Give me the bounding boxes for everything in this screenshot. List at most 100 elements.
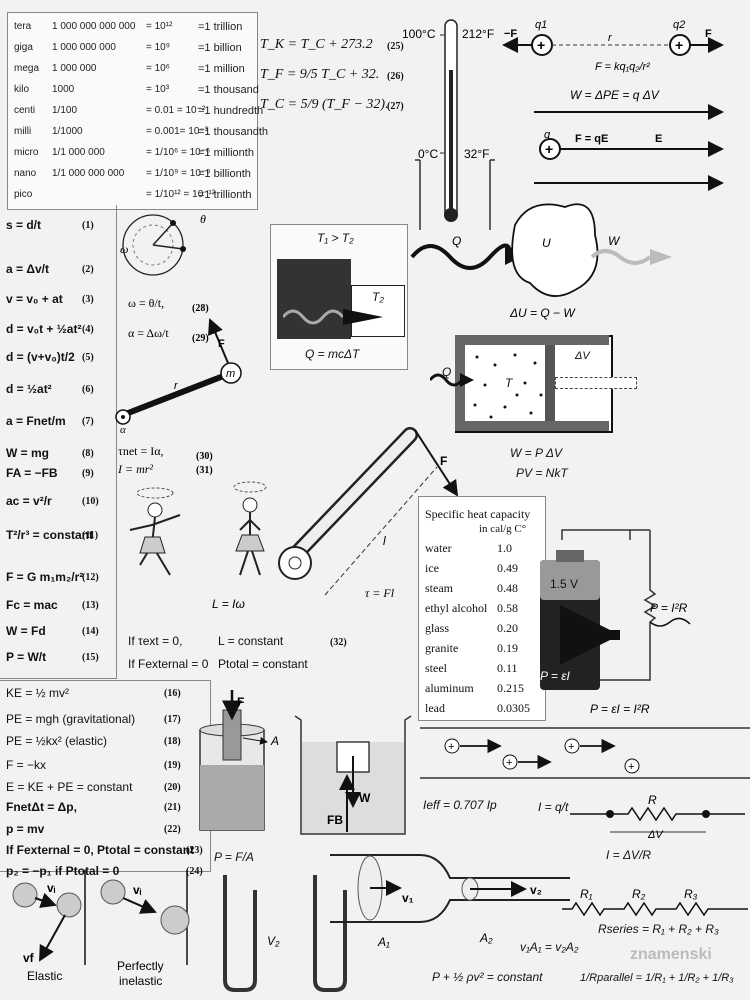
prefix-value: 1/1 000 000 000 (52, 168, 125, 179)
omega-num: (28) (192, 303, 209, 314)
svg-text:+: + (537, 37, 545, 53)
label-W-first-law: W (608, 234, 621, 248)
coulomb-diagram: −F + q1 r + q2 F F = kq₁q₂/r² W = ΔPE = … (502, 19, 724, 191)
prefix-value: 1 000 000 000 (52, 42, 116, 53)
power-eq-1: P = I²R (650, 601, 688, 615)
prefix-name: giga (14, 42, 33, 53)
piston-label-Q: Q (442, 365, 452, 379)
mech-eq-num: (1) (82, 220, 94, 231)
heat-capacity-title: Specific heat capacity (425, 507, 531, 521)
prefix-power: = 1/10¹² = 10⁻¹² (146, 189, 216, 200)
prefix-word: =1 thousand (198, 84, 259, 96)
parallel-eq: 1/Rparallel = 1/R₁ + 1/R₂ + 1/R₃ (580, 972, 734, 984)
result-p-constant: Ptotal = constant (218, 657, 308, 671)
mech-eq: F = G m₁m₂/r² (6, 570, 84, 584)
prefix-name: tera (14, 21, 32, 32)
battery-circuit: 1.5 V P = I²R P = εI P = εI = I²R (540, 529, 691, 716)
mech-eq: v = v₀ + at (6, 292, 63, 306)
I-num: (31) (196, 465, 213, 475)
buoyancy-FB: FB (327, 813, 343, 827)
label-theta: θ (200, 212, 206, 226)
label-q1: q1 (535, 19, 547, 31)
mech-eq: a = Δv/t (6, 262, 49, 276)
hc-material: water (425, 541, 452, 555)
hc-value: 0.58 (497, 601, 518, 615)
energy-eq-num: (19) (164, 760, 181, 771)
energy-eq: PE = ½kx² (elastic) (6, 734, 108, 748)
mech-eq-num: (8) (82, 448, 94, 459)
prefix-name: milli (14, 126, 32, 137)
label-U: U (542, 236, 551, 250)
tau-eq: τnet = Iα, (118, 444, 164, 458)
therm-bottom-c: 0°C (418, 147, 438, 161)
wrench-diagram: F l τ = Fl (278, 427, 459, 600)
mech-eq-num: (15) (82, 652, 99, 663)
prefix-word: =1 trillion (198, 21, 243, 33)
label-V2: V₂ (267, 934, 280, 948)
prefix-name: mega (14, 63, 40, 74)
wrench-label-F: F (440, 454, 447, 468)
label-q: q (544, 129, 551, 141)
label-E: E (655, 133, 662, 145)
eq-fahrenheit: T_F = 9/5 T_C + 32. (260, 67, 380, 82)
mech-eq-num: (14) (82, 626, 99, 637)
fluid-pipe: v₁ v₂ A₁ A₂ (330, 854, 570, 949)
svg-text:+: + (568, 741, 574, 753)
mech-eq: s = d/t (6, 218, 42, 232)
energy-eq: KE = ½ mv² (6, 686, 70, 700)
energy-eq-num: (18) (164, 736, 181, 747)
mech-eq: FA = −FB (6, 466, 58, 480)
eq-kelvin: T_K = T_C + 273.2 (260, 37, 373, 52)
result-L-constant: L = constant (218, 634, 284, 648)
prefix-word: =1 millionth (198, 147, 254, 159)
eq-celsius: T_C = 5/9 (T_F − 32). (260, 97, 389, 112)
angular-momentum-eq: L = Iω (212, 597, 245, 611)
pressure-label-A: A (270, 734, 279, 748)
pressure-label-F: F (237, 695, 244, 709)
mech-eq: d = (v+v₀)t/2 (6, 350, 75, 364)
energy-eq: F = −kx (6, 758, 47, 772)
hc-value: 1.0 (497, 541, 512, 555)
hc-value: 0.215 (497, 681, 524, 695)
collision-vi-2: vᵢ (133, 883, 142, 897)
label-t2: T₂ (372, 290, 384, 304)
hc-material: steam (425, 581, 453, 595)
coulomb-formula: F = kq₁q₂/r² (595, 61, 650, 73)
svg-text:+: + (675, 37, 683, 53)
prefix-power: = 0.001= 10⁻³ (146, 126, 208, 137)
prefix-power: = 10¹² (146, 21, 173, 32)
mech-eq-num: (10) (82, 496, 99, 507)
energy-eq-num: (16) (164, 688, 181, 699)
hc-material: granite (425, 641, 459, 655)
label-v1: v₁ (402, 891, 414, 905)
mech-eq: ac = v²/r (6, 494, 52, 508)
label-q2: q2 (673, 19, 685, 31)
power-eq-2: P = εI (540, 669, 571, 683)
therm-top-c: 100°C (402, 27, 436, 41)
condition-fext: If Fexternal = 0 (128, 657, 209, 671)
hc-material: ethyl alcohol (425, 601, 488, 615)
hc-material: aluminum (425, 681, 474, 695)
hc-value: 0.0305 (497, 701, 530, 715)
piston-label-dV: ΔV (575, 350, 590, 362)
prefix-value: 1/100 (52, 105, 78, 116)
energy-eq: If Fexternal = 0, Ptotal = constant (6, 843, 195, 857)
heat-formula: Q = mcΔT (305, 347, 360, 361)
hc-value: 0.49 (497, 561, 518, 575)
continuity-eq: v₁A₁ = v₂A₂ (520, 940, 579, 954)
label-inelastic: inelastic (119, 974, 162, 988)
omega-eq: ω = θ/t, (128, 296, 164, 310)
pressure-cylinder: F A (199, 690, 279, 831)
energy-eq: PE = mgh (gravitational) (6, 712, 136, 726)
therm-bottom-f: 32°F (464, 147, 489, 161)
coulomb-left-force: −F (504, 28, 517, 40)
prefix-name: micro (14, 147, 39, 158)
label-r-rot: r (174, 380, 179, 392)
mech-eq: a = Fnet/m (6, 414, 66, 428)
alpha-num: (29) (192, 333, 209, 344)
label-alpha: α (120, 424, 126, 436)
ieff-eq: Ieff = 0.707 Ip (423, 798, 497, 812)
eq-num-27: (27) (387, 101, 404, 112)
prefix-value: 1 000 000 (52, 63, 97, 74)
